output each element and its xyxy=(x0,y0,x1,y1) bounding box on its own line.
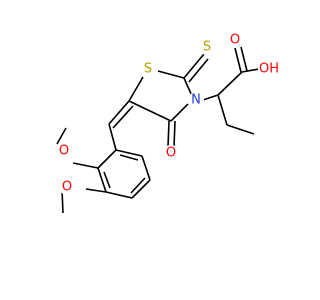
carbonyl-oxygen-label: O xyxy=(227,32,243,48)
bond-c4-o-double-b xyxy=(173,120,176,148)
ring-sulfur-text: S xyxy=(144,62,152,77)
bond-ar-inner-3 xyxy=(119,154,139,161)
bond-ar-c6-c1 xyxy=(115,149,143,157)
bond-o3-me xyxy=(61,189,64,214)
methoxy-2-oxygen-label: O xyxy=(56,143,72,159)
bond-layer xyxy=(56,46,260,214)
methoxy-2-oxygen-text: O xyxy=(59,144,69,159)
bond-ar-o2 xyxy=(72,162,99,169)
bond-c2-s-double-a xyxy=(183,53,205,79)
bond-c5-ch-double-a xyxy=(108,100,130,125)
bond-ar-c3-c4 xyxy=(105,191,133,199)
hydroxyl-label: OH xyxy=(258,61,280,77)
methoxy-3-oxygen-text: O xyxy=(62,180,72,195)
bond-s-c5 xyxy=(128,76,144,102)
bond-ar-o3 xyxy=(85,188,107,193)
bond-c-oh xyxy=(241,68,260,73)
bond-ar-c2-c3 xyxy=(97,167,107,193)
bond-ar-inner-1 xyxy=(103,171,111,189)
thione-sulfur-text: S xyxy=(203,40,211,55)
bond-ar-c1-c2 xyxy=(97,149,117,169)
bond-s-c2 xyxy=(157,70,185,79)
methoxy-3-oxygen-label: O xyxy=(59,179,75,195)
ring-sulfur-label: S xyxy=(140,61,156,77)
bond-ar-inner-2 xyxy=(130,177,146,194)
bond-c2-n xyxy=(183,77,193,97)
molecule-structure: S S N O O OH O O xyxy=(56,32,280,214)
hydroxyl-text: OH xyxy=(259,62,279,77)
ketone-oxygen-label: O xyxy=(163,145,179,161)
carbonyl-oxygen-text: O xyxy=(230,33,240,48)
atom-label-layer: S S N O O OH O O xyxy=(56,32,280,195)
bond-c4-o-double-a xyxy=(167,120,170,148)
bond-ar-c4-c5 xyxy=(131,179,151,199)
ring-nitrogen-text: N xyxy=(191,93,201,108)
bond-c2-s-double-b xyxy=(188,58,209,83)
bond-c5-ch-double-b xyxy=(112,105,134,129)
bond-ch-aryl xyxy=(108,123,117,151)
bond-ch-ch2 xyxy=(217,94,228,126)
bond-n-ch xyxy=(202,94,219,101)
thione-sulfur-label: S xyxy=(199,39,215,55)
ketone-oxygen-text: O xyxy=(166,146,176,161)
ring-nitrogen-label: N xyxy=(188,92,204,108)
bond-ch-cooh xyxy=(217,71,243,96)
bond-n-c4 xyxy=(170,103,189,122)
bond-o2-me xyxy=(56,127,67,145)
bond-c4-c5 xyxy=(128,100,172,122)
bond-c-o-double-a xyxy=(234,47,242,73)
bond-ch2-ch3 xyxy=(226,124,255,135)
bond-c-o-double-b xyxy=(240,46,248,72)
bond-ar-c5-c6 xyxy=(141,155,151,181)
